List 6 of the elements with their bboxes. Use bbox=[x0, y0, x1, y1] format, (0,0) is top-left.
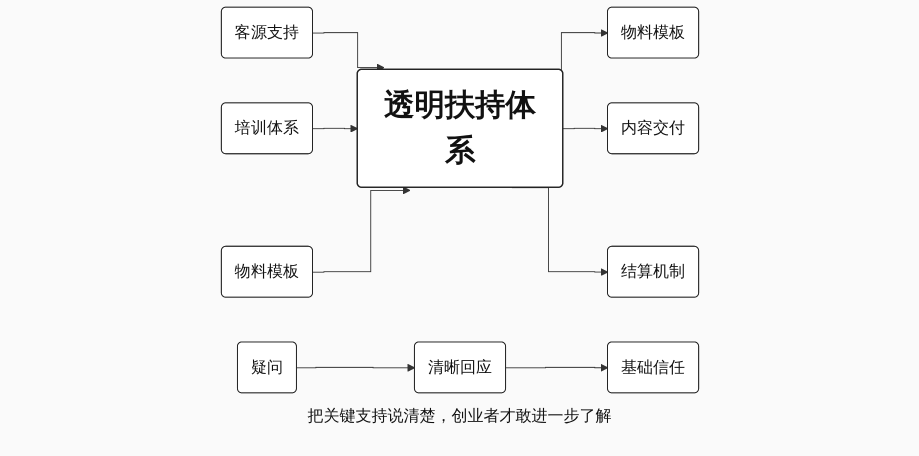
arrow bbox=[312, 186, 410, 273]
caption: 把关键支持说清楚，创业者才敢进一步了解 bbox=[308, 406, 612, 427]
arrow bbox=[296, 364, 415, 372]
arrow bbox=[312, 124, 358, 133]
arrow bbox=[505, 364, 608, 372]
arrow bbox=[562, 124, 608, 133]
